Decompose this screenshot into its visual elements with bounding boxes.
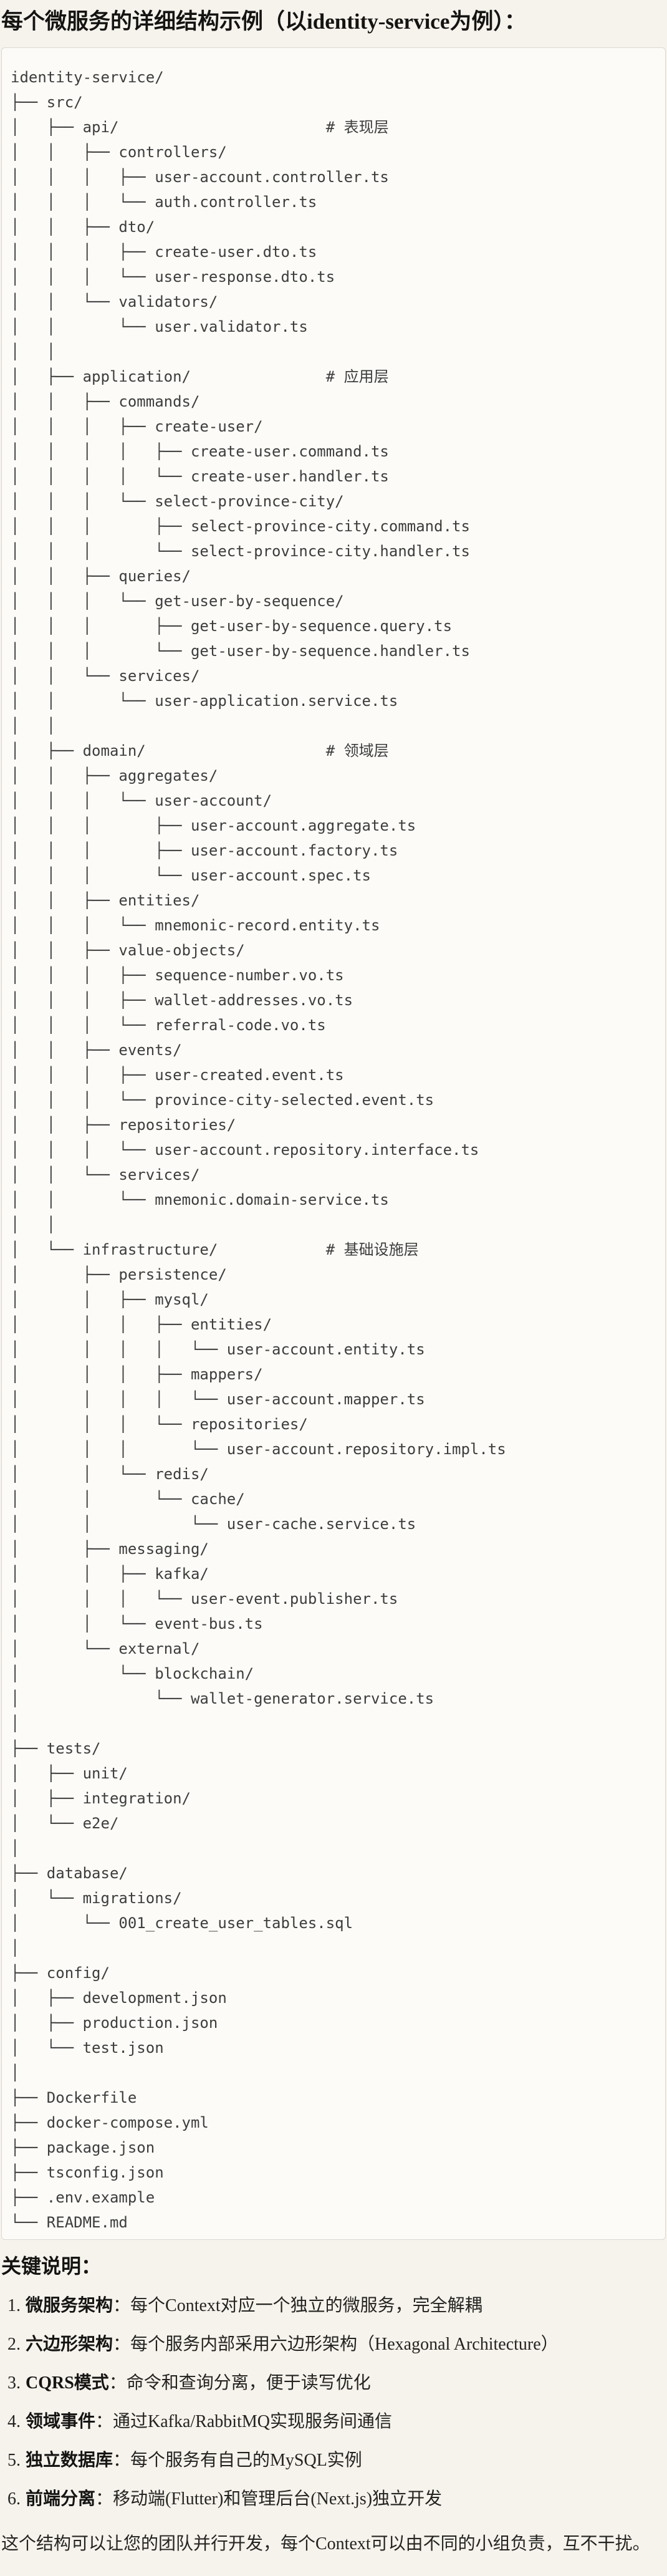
note-term: 领域事件 [26,2411,96,2431]
note-text: ：移动端(Flutter)和管理后台(Next.js)独立开发 [95,2489,443,2509]
note-item-frontend-split: 6.前端分离：移动端(Flutter)和管理后台(Next.js)独立开发 [7,2488,666,2511]
note-number: 2. [7,2334,21,2354]
note-number: 3. [7,2373,21,2393]
notes-list: 1.微服务架构：每个Context对应一个独立的微服务，完全解耦 2.六边形架构… [1,2295,666,2511]
closing-paragraph: 这个结构可以让您的团队并行开发，每个Context可以由不同的小组负责，互不干扰… [1,2534,650,2554]
note-text: ：每个Context对应一个独立的微服务，完全解耦 [113,2295,482,2315]
note-item-domain-events: 4.领域事件：通过Kafka/RabbitMQ实现服务间通信 [7,2411,666,2433]
notes-heading: 关键说明： [1,2255,102,2277]
directory-tree-block: identity-service/ ├── src/ │ ├── api/ # … [1,47,666,2240]
note-item-microservice: 1.微服务架构：每个Context对应一个独立的微服务，完全解耦 [7,2295,666,2317]
document-page: 每个微服务的详细结构示例（以identity-service为例）： ident… [1,9,666,2555]
note-text: ：每个服务有自己的MySQL实例 [113,2450,362,2470]
note-number: 4. [7,2411,21,2431]
note-text: ：每个服务内部采用六边形架构（Hexagonal Architecture） [113,2334,559,2354]
note-item-cqrs: 3.CQRS模式：命令和查询分离，便于读写优化 [7,2372,666,2395]
page-title: 每个微服务的详细结构示例（以identity-service为例）： [1,9,526,34]
note-number: 1. [7,2295,21,2315]
note-number: 6. [7,2489,21,2509]
directory-tree: identity-service/ ├── src/ │ ├── api/ # … [11,69,506,2231]
note-number: 5. [7,2450,21,2470]
note-term: 微服务架构 [26,2295,113,2315]
note-term: CQRS模式 [26,2373,109,2393]
note-text: ：命令和查询分离，便于读写优化 [108,2373,371,2393]
note-item-hexagonal: 2.六边形架构：每个服务内部采用六边形架构（Hexagonal Architec… [7,2333,666,2356]
note-term: 前端分离 [26,2489,96,2509]
note-item-independent-db: 5.独立数据库：每个服务有自己的MySQL实例 [7,2449,666,2472]
note-term: 独立数据库 [26,2450,113,2470]
note-text: ：通过Kafka/RabbitMQ实现服务间通信 [95,2411,392,2431]
note-term: 六边形架构 [26,2334,113,2354]
